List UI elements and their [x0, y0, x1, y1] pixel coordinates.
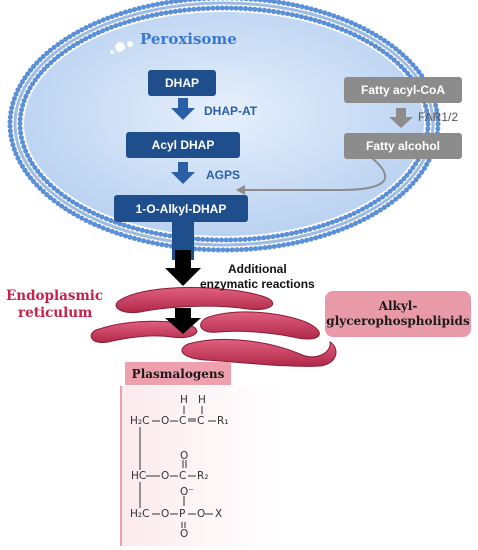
reactions-label: Additional enzymatic reactions: [200, 262, 315, 292]
structure-panel: [120, 386, 282, 546]
atom-label: H: [180, 394, 188, 406]
down-arrow-icon: [171, 162, 195, 184]
step-box-acyl-dhap: Acyl DHAP: [126, 132, 240, 158]
alkyl-line-2: glycerophospholipids: [326, 314, 470, 328]
atom-label: O: [180, 528, 189, 540]
er-label-line-1: Endoplasmic: [6, 288, 104, 304]
atom-label: C: [197, 415, 205, 427]
atom-label: R₁: [217, 415, 229, 427]
down-arrow-icon: [165, 250, 201, 286]
step-box-1-o-alkyl-dhap: 1-O-Alkyl-DHAP: [114, 195, 248, 222]
atom-label: C: [179, 415, 187, 427]
reactions-line-2: enzymatic reactions: [200, 277, 315, 291]
reactions-line-1: Additional: [228, 262, 287, 276]
atom-label: H₂C: [130, 415, 150, 427]
atom-label: P: [179, 508, 186, 520]
enzyme-label-agps: AGPS: [206, 168, 241, 182]
structure-bonds: [139, 406, 216, 528]
peroxisome-title: Peroxisome: [140, 30, 237, 48]
atom-label: O: [197, 508, 206, 520]
arrowhead-icon: [236, 185, 245, 195]
atom-label: H₂C: [130, 508, 150, 520]
atom-label: HC: [131, 470, 147, 482]
down-arrow-icon: [165, 308, 201, 334]
peroxisome-membrane: [7, 0, 441, 253]
atom-label: H: [198, 394, 206, 406]
step-box-dhap: DHAP: [148, 70, 216, 96]
enzyme-label-far: FAR1/2: [418, 110, 459, 124]
plasmalogens-box: Plasmalogens: [125, 362, 231, 385]
fatty-alcohol-box: Fatty alcohol: [344, 133, 462, 159]
shine-bubbles: [110, 41, 133, 54]
enzyme-label-dhap-at: DHAP-AT: [204, 104, 258, 118]
atom-label: R₂: [197, 470, 209, 482]
alkyl-glycerophospholipids-box: Alkyl- glycerophospholipids: [325, 291, 471, 337]
atom-label: C: [179, 470, 187, 482]
atom-label: O: [161, 508, 170, 520]
er-membranes: [90, 287, 337, 367]
curved-arrow: [238, 157, 387, 191]
alkyl-line-1: Alkyl-: [378, 299, 418, 313]
down-arrow-icon: [389, 108, 413, 128]
er-label-line-2: reticulum: [18, 305, 93, 321]
fatty-acyl-coa-box: Fatty acyl-CoA: [344, 77, 462, 103]
atom-label: X: [215, 508, 223, 520]
er-label: Endoplasmic reticulum: [6, 288, 103, 322]
down-arrow-icon: [171, 98, 195, 120]
atom-label: O: [161, 470, 170, 482]
atom-label: O: [180, 450, 189, 462]
atom-label: O: [161, 415, 170, 427]
atom-label: O⁻: [180, 486, 194, 498]
